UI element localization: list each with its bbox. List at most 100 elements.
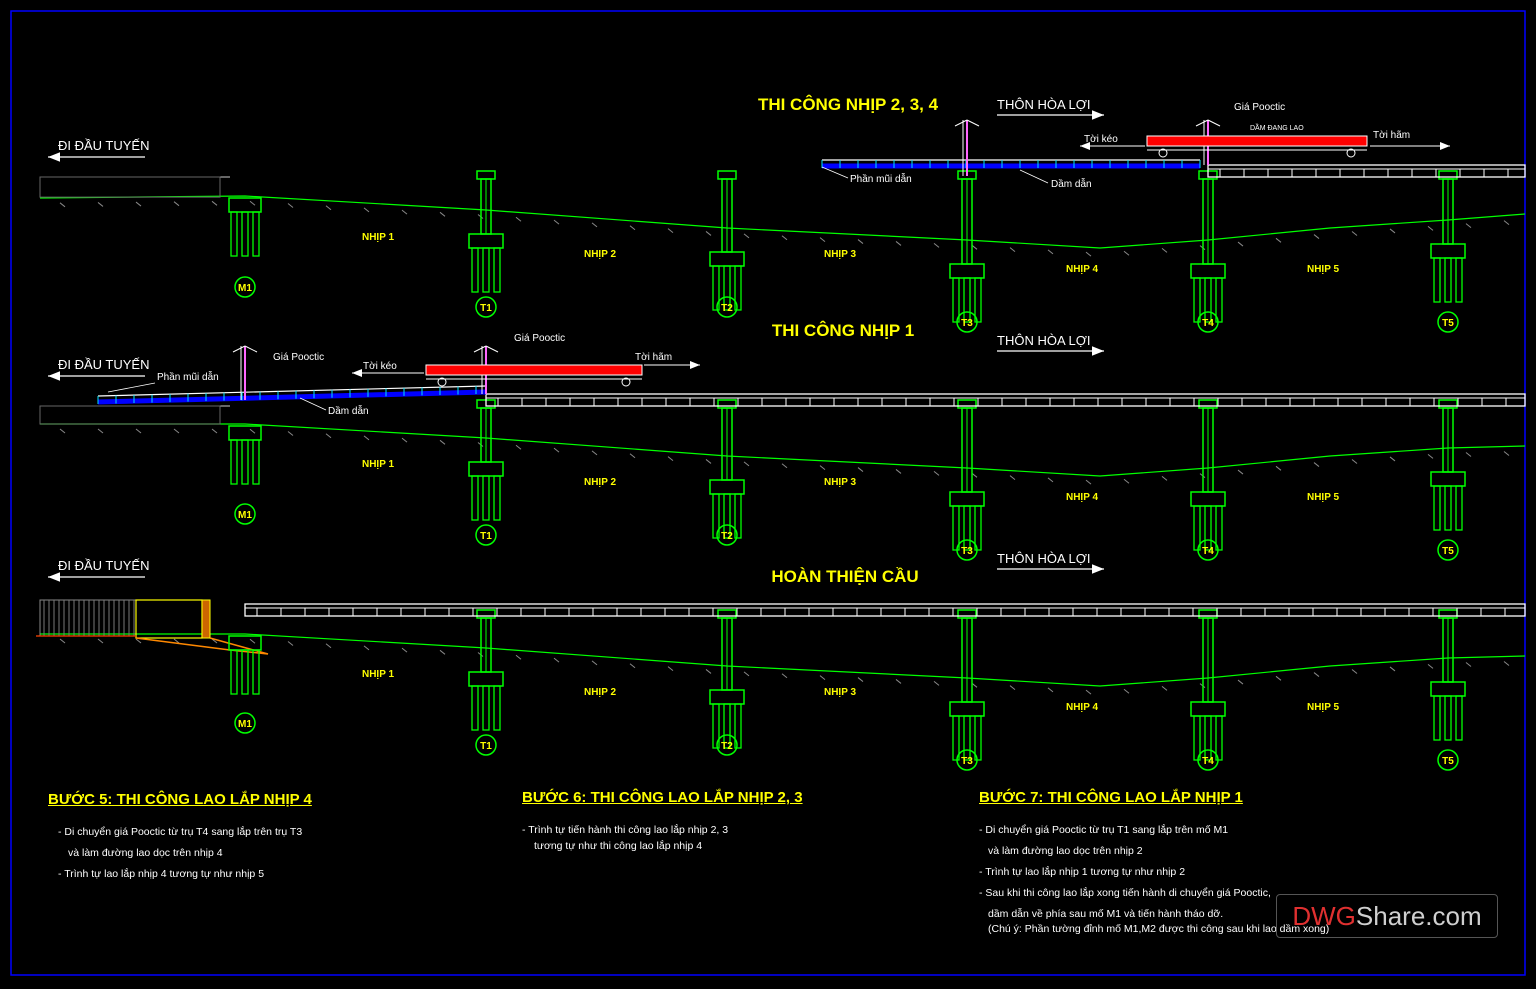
ground-hatch [629,225,636,231]
support-marker [956,539,978,561]
guide-beam-leader [1019,169,1049,184]
ground-hatch [933,680,940,686]
pier-top [476,170,496,180]
approach-slab [135,637,269,655]
ground-hatch [135,428,142,434]
ground-hatch [401,437,408,443]
gantry-stay [473,345,487,353]
pile [493,685,501,731]
pier-footing [468,461,504,477]
left-direction-label: ĐI ĐẦU TUYẾN [58,138,150,153]
ground-hatch [287,431,294,436]
pile [952,505,960,551]
ground-hatch [1047,687,1054,693]
support-label-t3: T3 [961,318,973,329]
support-marker [234,712,256,734]
ground-hatch [553,657,560,663]
ground-hatch [1313,234,1320,239]
ground-hatch [1237,241,1244,247]
ground-hatch [97,428,104,434]
ground-hatch [1275,237,1282,243]
pier-footing [949,701,985,717]
support-label-t5: T5 [1442,756,1454,767]
ground-hatch [667,228,674,233]
ground-hatch [97,638,104,644]
girder-being-launched [425,364,643,376]
ground-hatch [401,209,408,215]
watermark-part-1: DWG [1292,901,1356,931]
step-6-notes: BƯỚC 6: THI CÔNG LAO LẮP NHỊP 2, 3 - Trì… [522,789,803,857]
pile [1215,715,1223,761]
ground-hatch [781,673,788,679]
support-label-t5: T5 [1442,546,1454,557]
ground-hatch [1047,477,1054,483]
pile [974,715,982,761]
right-direction-label: THÔN HÒA LỢI [997,333,1091,348]
ground-hatch [1389,666,1396,672]
pile [723,703,731,749]
ground-hatch [895,679,902,684]
pile [482,475,490,521]
support-marker [1197,311,1219,333]
ground-hatch [515,444,522,450]
pile [734,265,742,311]
step-5-line-1: - Di chuyển giá Pooctic từ trụ T4 sang l… [58,826,303,838]
ground-hatch [173,201,180,207]
pile [1455,485,1463,531]
left-direction-label: ĐI ĐẦU TUYẾN [58,357,150,372]
ground-hatch [591,660,598,666]
ground-hatch [1465,662,1472,667]
pier-top [1438,399,1458,409]
gantry-stay [954,119,968,127]
abutment-cap [228,425,262,441]
pier-footing [1430,681,1466,697]
support-label-t1: T1 [480,531,492,542]
span-label: NHỊP 4 [1066,702,1098,713]
deck-girder [1207,164,1526,178]
stage-title: THI CÔNG NHỊP 1 [772,321,914,340]
ground-hatch [819,465,826,471]
nose-leader [821,166,849,179]
trolley-wheel [1346,148,1356,158]
step-7-line-3: - Trình tự lao lắp nhịp 1 tương tự như n… [979,866,1186,878]
step-7-line-6: (Chú ý: Phần tường đỉnh mố M1,M2 được th… [988,923,1330,935]
pier-footing [1430,471,1466,487]
ground-hatch [1123,478,1130,484]
step-6-title: BƯỚC 6: THI CÔNG LAO LẮP NHỊP 2, 3 [522,789,803,806]
pile [1433,695,1441,741]
guide-beam-label: Dầm dẫn [328,404,369,417]
support-label-m1: M1 [238,510,252,521]
ground-hatch [857,239,864,244]
deck-girder [244,603,1526,617]
ground-hatch [1161,248,1168,253]
support-label-m1: M1 [238,719,252,730]
ground-hatch [591,450,598,456]
ground-hatch [819,237,826,243]
pile [1204,715,1212,761]
step-6-line-2: tương tự như thi công lao lắp nhịp 4 [534,840,703,852]
deck-girder [485,393,1526,407]
right-direction-label: THÔN HÒA LỢI [997,97,1091,112]
pile [1455,695,1463,741]
ground-hatch [667,666,674,671]
support-marker [1437,539,1459,561]
guide-beam-body [97,389,487,405]
ground-hatch [363,207,370,213]
embankment [39,176,221,198]
pile [1193,715,1201,761]
pier-top [717,399,737,409]
ground-hatch [249,200,256,206]
ground-hatch [1009,685,1016,690]
ground-line [40,633,1526,687]
brake-winch-label: Tời hãm [635,352,672,363]
support-label-t2: T2 [721,741,733,752]
span-label: NHỊP 4 [1066,492,1098,503]
ground-hatch [173,428,180,434]
tow-winch-label: Tời kéo [363,361,397,372]
pile [1444,485,1452,531]
support-label-t4: T4 [1202,546,1214,557]
pile [952,715,960,761]
ground-hatch [781,463,788,469]
nose-label: Phần mũi dẫn [850,172,912,185]
